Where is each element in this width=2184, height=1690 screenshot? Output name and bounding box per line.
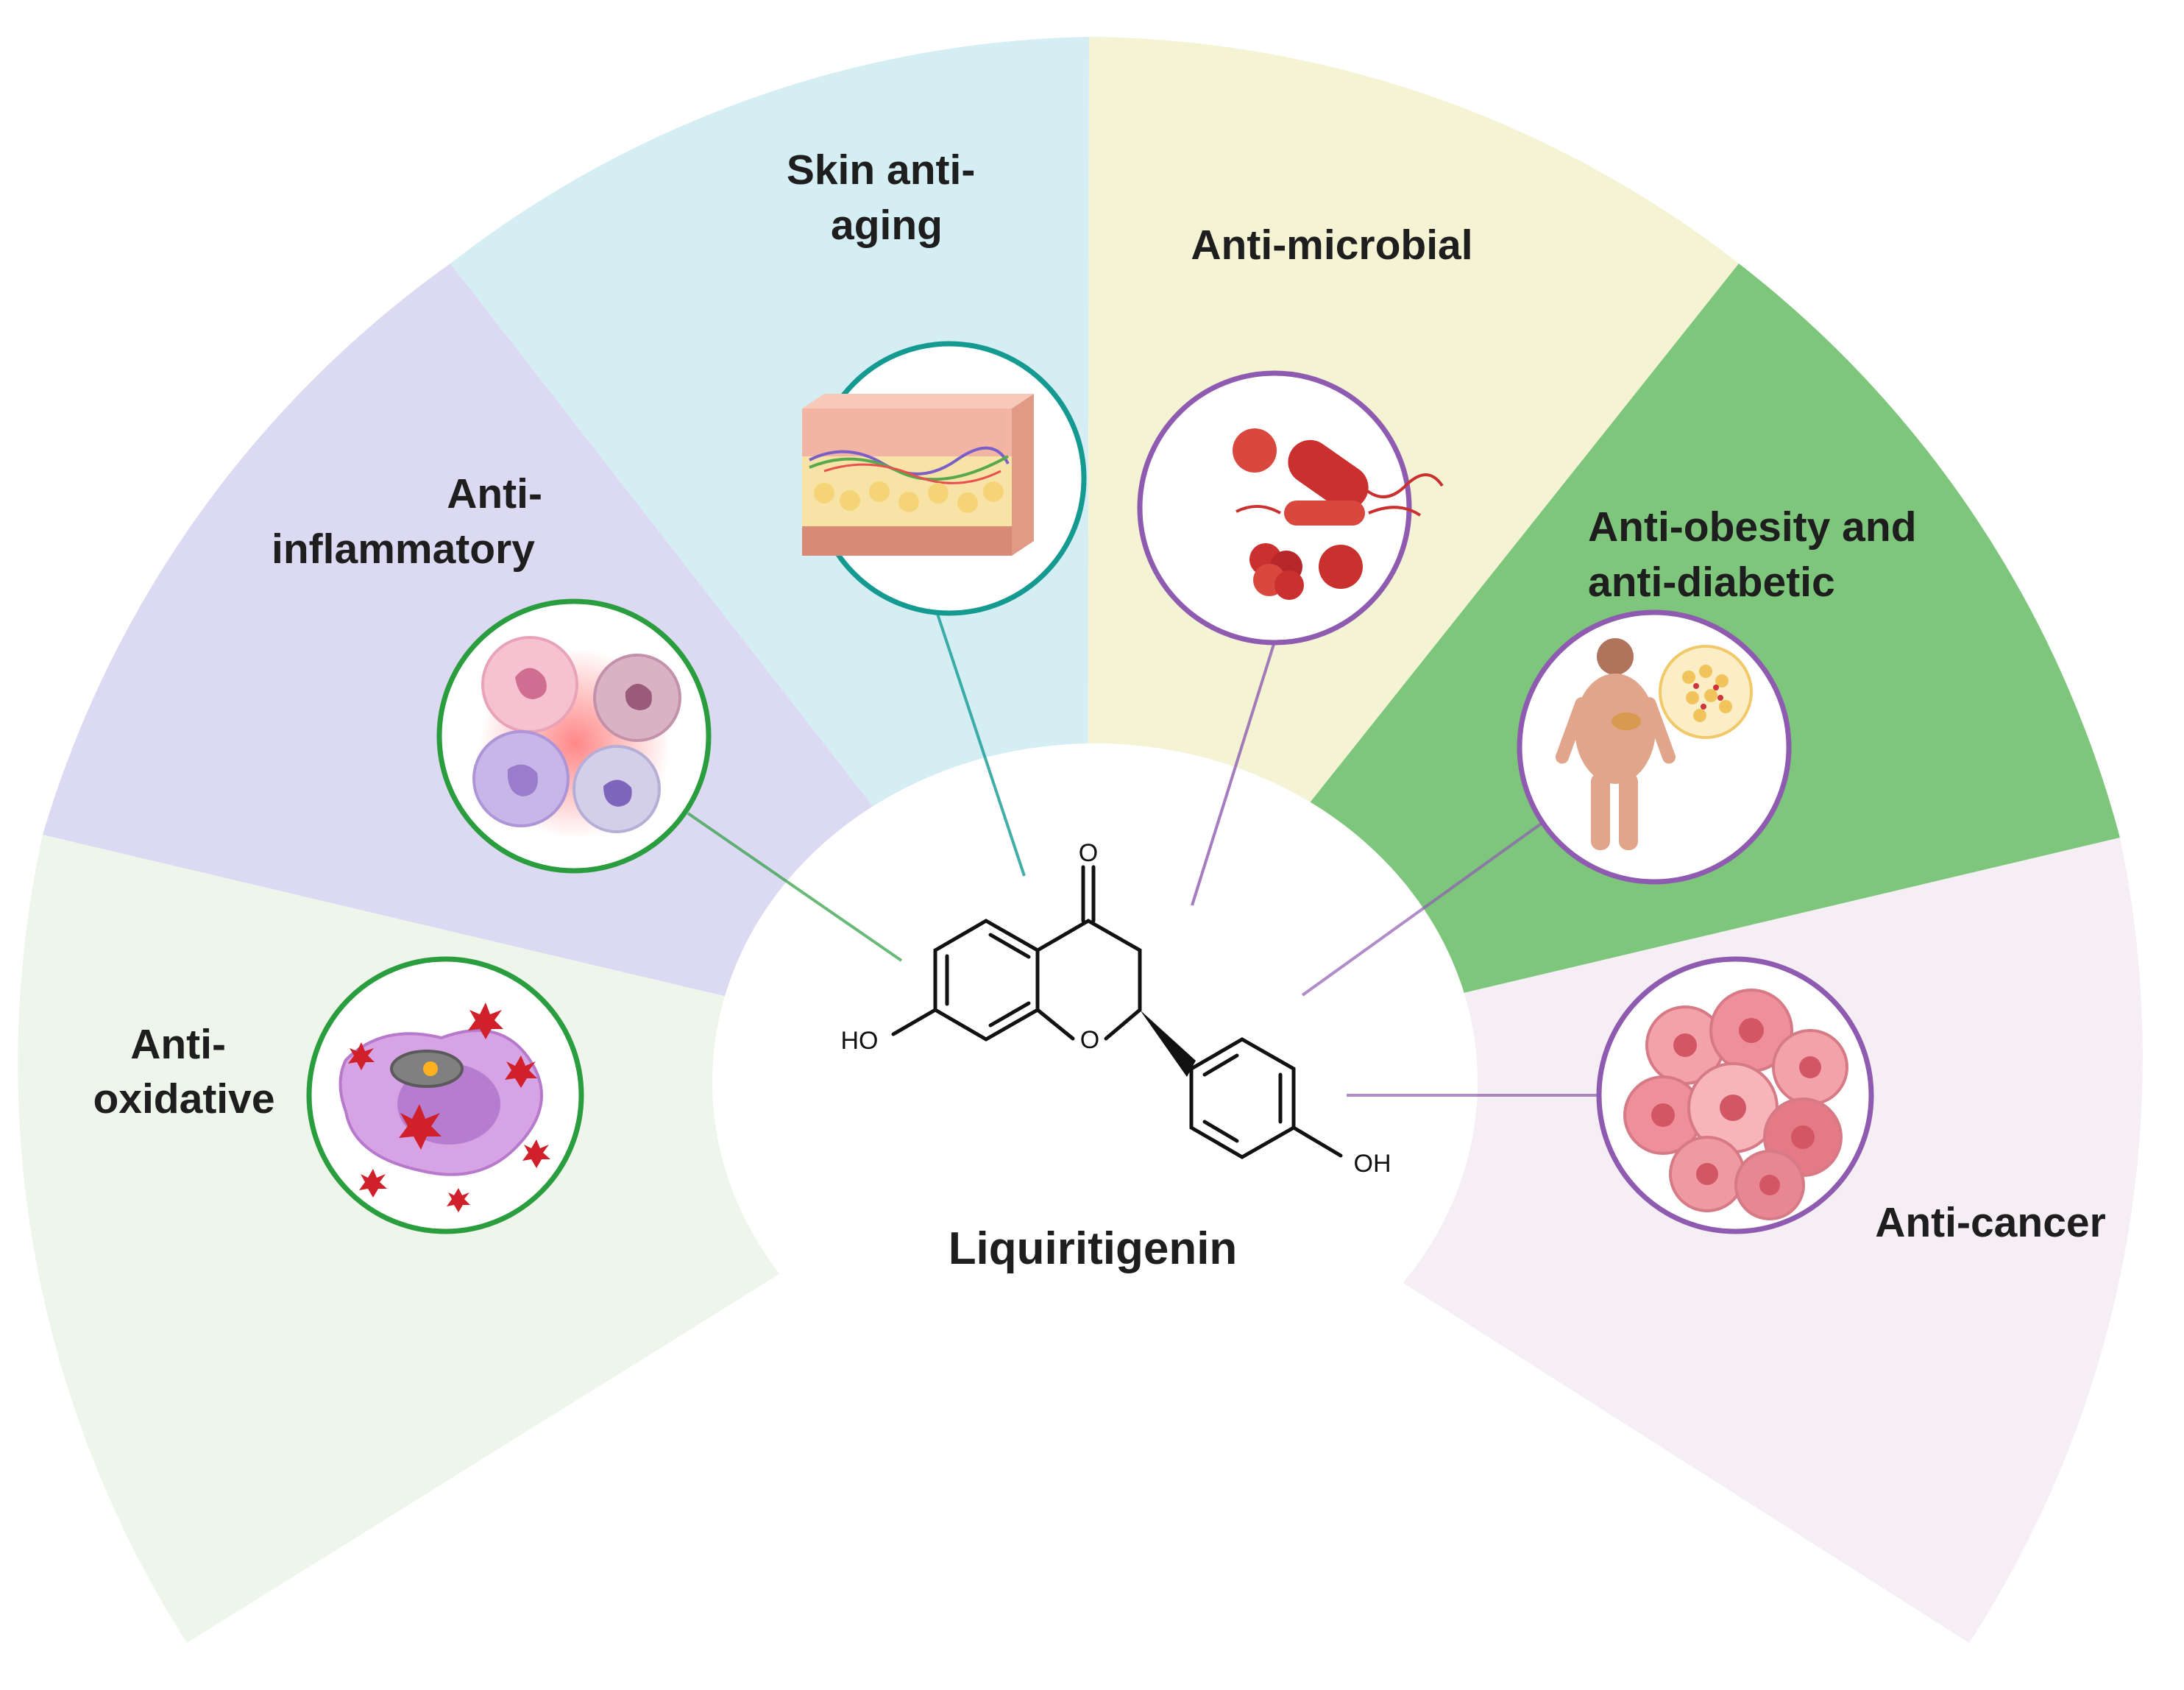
compound-name: Liquiritigenin <box>949 1223 1238 1274</box>
ros-stressed-cell-icon <box>306 956 584 1234</box>
label-anti-obesity: Anti-obesity and anti-diabetic <box>1588 503 1928 606</box>
connector-skin-anti-aging <box>933 604 1026 877</box>
carbonyl-oxygen-label: O <box>1079 839 1098 867</box>
connector-anti-inflammatory <box>687 812 903 962</box>
connector-anti-microbial <box>1191 641 1276 906</box>
label-anti-inflammatory: Anti- inflammatory <box>272 470 554 573</box>
cancer-cells-icon <box>1596 956 1874 1234</box>
connector-anti-obesity <box>1301 819 1547 997</box>
label-skin-anti-aging: Skin anti- aging <box>787 146 987 249</box>
center-hub <box>712 743 1478 1421</box>
immune-cells-icon <box>436 598 712 874</box>
label-anti-microbial: Anti-microbial <box>1191 222 1472 269</box>
ring-oxygen-label: O <box>1080 1026 1099 1054</box>
label-anti-oxidative: Anti- oxidative <box>93 1021 274 1122</box>
microbes-icon <box>1137 370 1444 646</box>
skin-layers-icon <box>802 341 1087 616</box>
label-anti-cancer: Anti-cancer <box>1875 1199 2106 1246</box>
hydroxyl-left-label: HO <box>841 1027 879 1055</box>
hydroxyl-right-label: OH <box>1354 1150 1391 1178</box>
connectors <box>581 604 1600 1097</box>
stereo-wedge-bond <box>1140 1010 1196 1077</box>
obese-body-adipocytes-icon <box>1517 609 1792 885</box>
